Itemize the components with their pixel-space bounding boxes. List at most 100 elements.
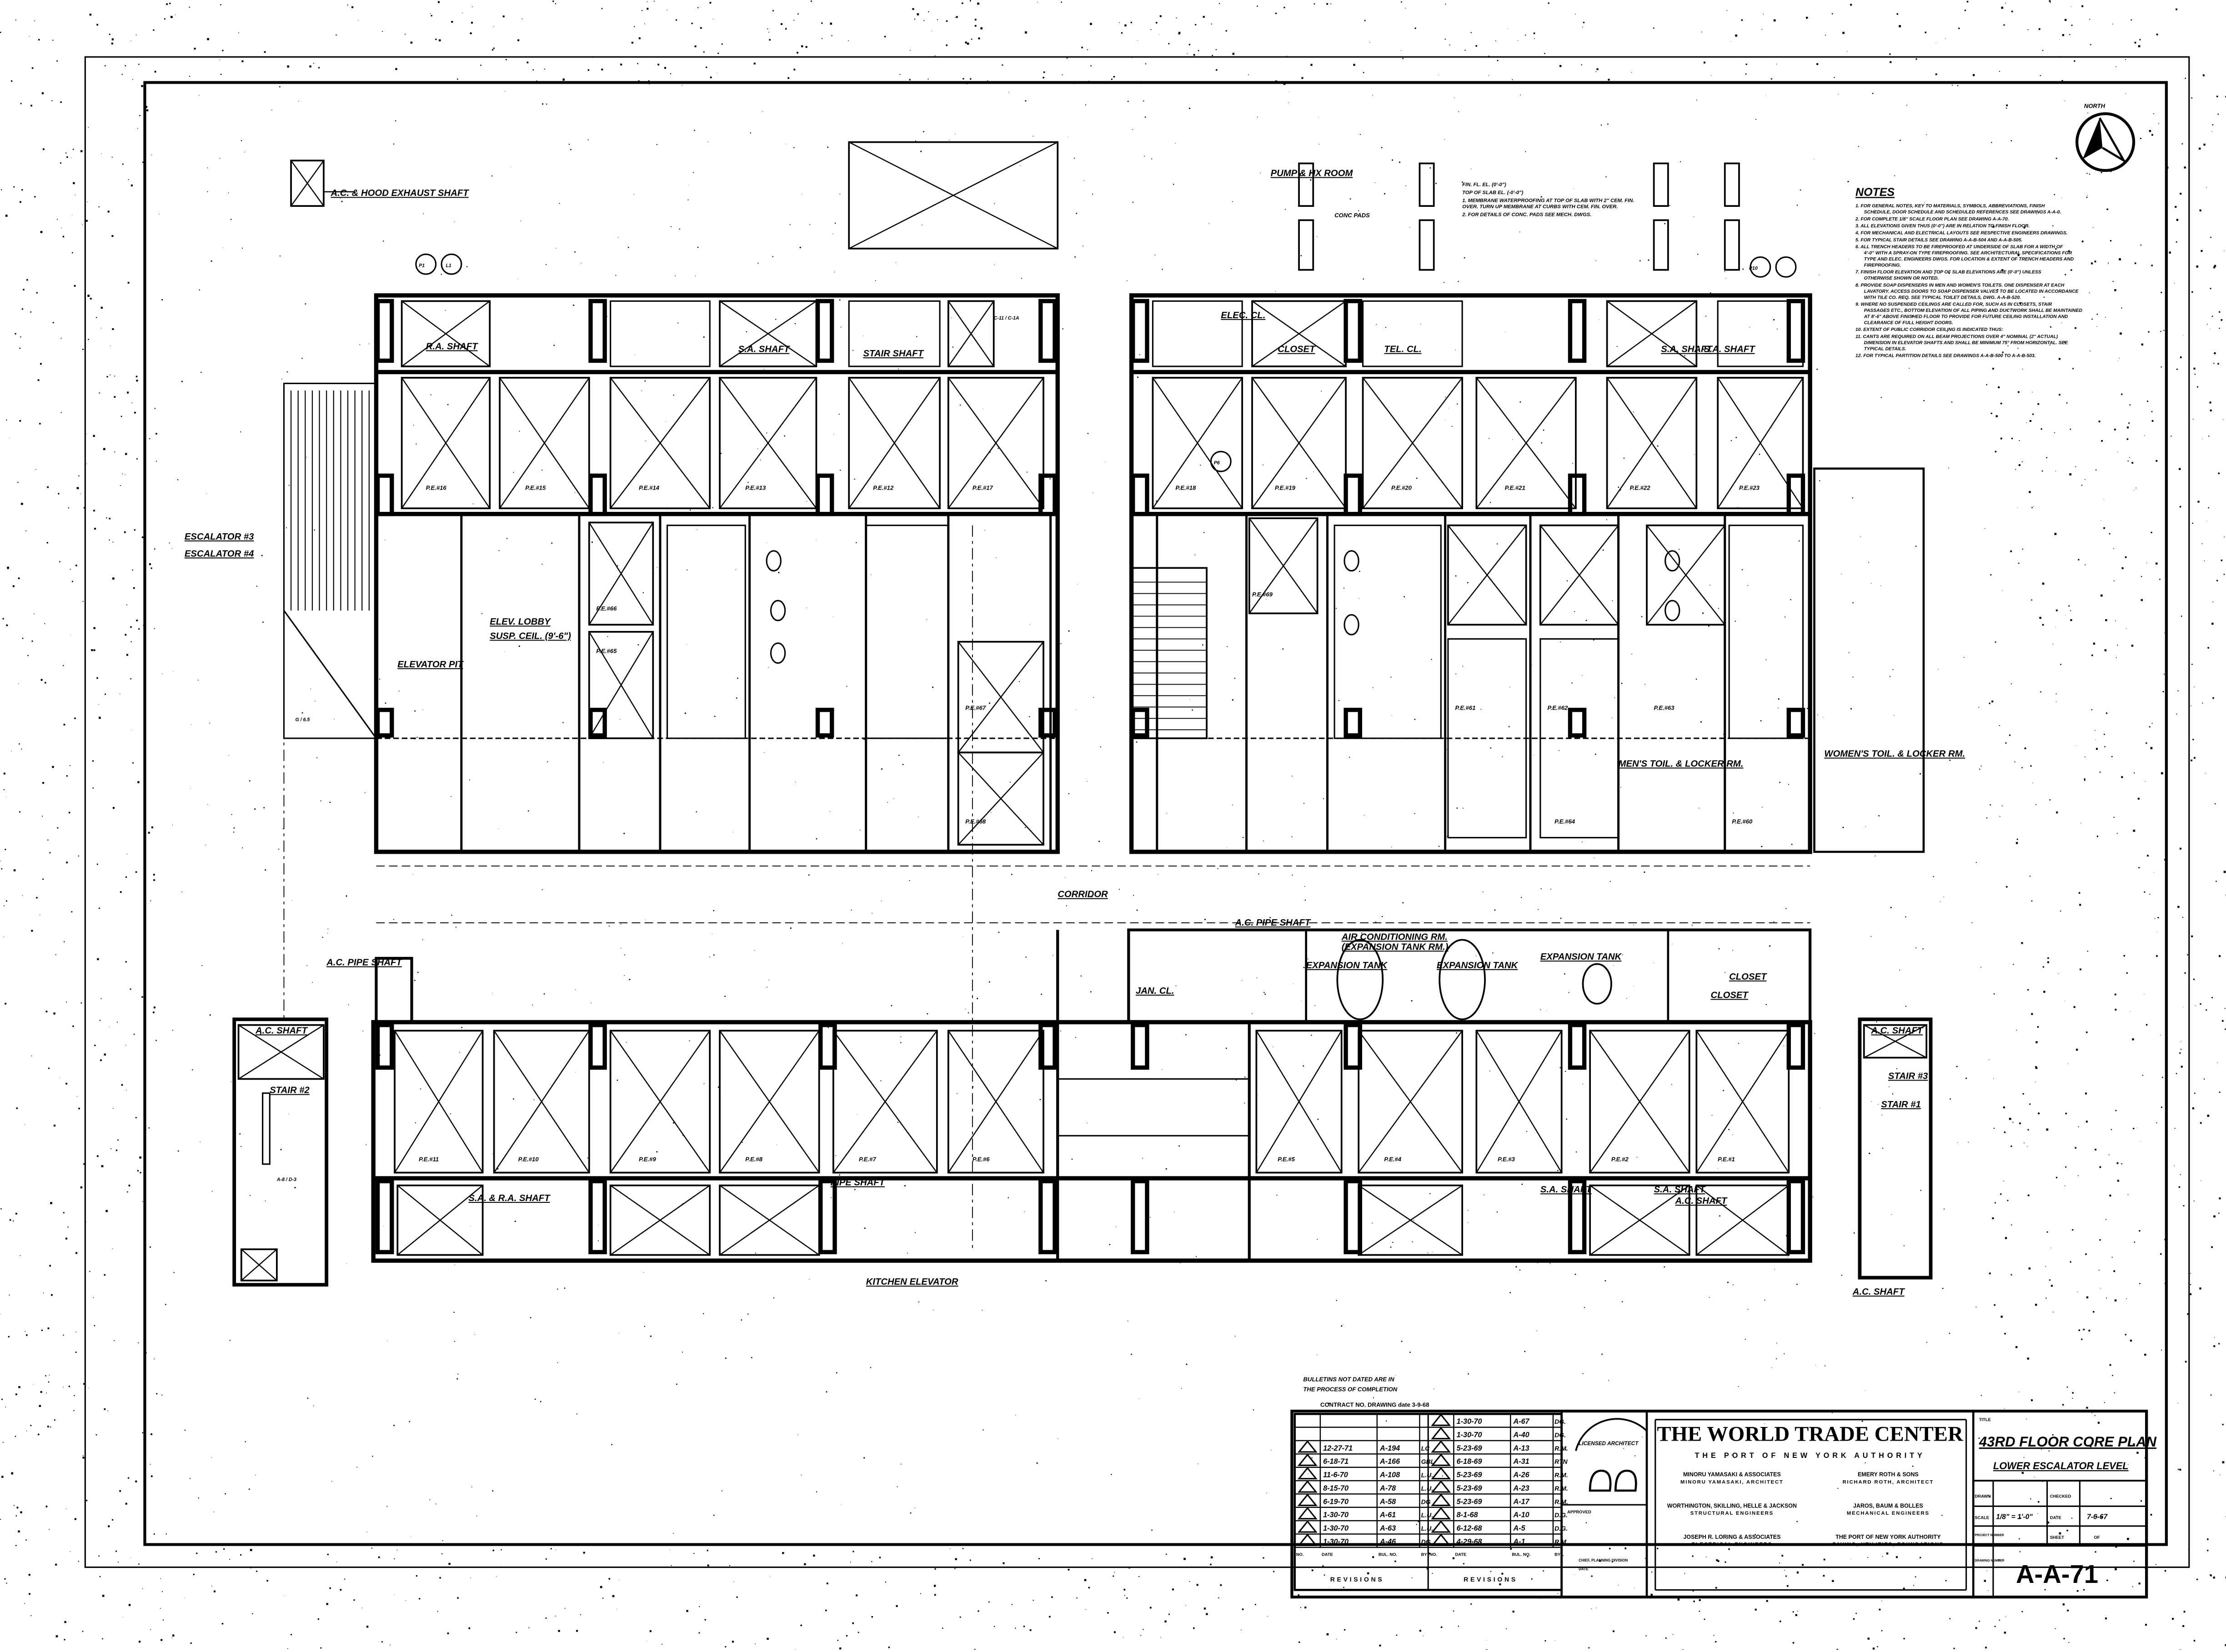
revision-bulletin: A-13 xyxy=(1513,1444,1529,1452)
elevator-label: P.E.#23 xyxy=(1739,485,1760,491)
project-number-label: PROJECT NUMBER xyxy=(1975,1534,2004,1537)
elevator-label: P.E.#10 xyxy=(518,1156,539,1163)
column-reference-bubble xyxy=(415,253,437,275)
room-label: WOMEN'S TOIL. & LOCKER RM. xyxy=(1824,749,1965,759)
column xyxy=(1038,473,1057,516)
elevator-label: P.E.#22 xyxy=(1630,485,1651,491)
toilet-fixture xyxy=(1344,614,1359,636)
firm-role: MECHANICAL ENGINEERS xyxy=(1847,1511,1930,1516)
firm-name: MINORU YAMASAKI & ASSOCIATES xyxy=(1683,1472,1781,1478)
column xyxy=(1568,707,1587,738)
column xyxy=(588,707,607,738)
revision-triangle-icon xyxy=(1431,1533,1451,1547)
shaft-cross xyxy=(1362,377,1463,509)
shaft-cross xyxy=(1358,1030,1463,1173)
revision-by: LC xyxy=(1421,1445,1430,1452)
revision-bulletin: A-166 xyxy=(1379,1457,1400,1466)
sheet-border xyxy=(84,56,2190,1568)
pump-room-title: PUMP & HX ROOM xyxy=(1271,169,1354,179)
revision-date: 6-12-68 xyxy=(1457,1524,1482,1532)
date-label: DATE xyxy=(2050,1515,2061,1520)
shaft-cross xyxy=(832,1030,938,1173)
conc-pads-label: CONC PADS xyxy=(1334,212,1370,219)
shaft-cross xyxy=(588,631,654,739)
concrete-pad xyxy=(1724,219,1740,271)
room-label: S.A. SHAFT xyxy=(1654,1185,1706,1195)
column-reference: A-8 / D-3 xyxy=(276,1177,296,1182)
elevator-label: P.E.#15 xyxy=(525,485,546,491)
room-label: CLOSET xyxy=(1278,345,1316,355)
bulletin-note-line-1: BULLETINS NOT DATED ARE IN xyxy=(1303,1376,1394,1383)
revision-triangle-icon xyxy=(1431,1467,1451,1480)
drawing-number: A-A-71 xyxy=(2016,1560,2098,1588)
date-value: 7-6-67 xyxy=(2087,1513,2108,1521)
elevator-shaft xyxy=(1646,524,1726,626)
firm-name: JAROS, BAUM & BOLLES xyxy=(1853,1502,1923,1509)
revision-date: 6-19-70 xyxy=(1323,1497,1349,1506)
revision-by: GBL xyxy=(1421,1458,1435,1465)
revision-bulletin: A-78 xyxy=(1379,1484,1396,1492)
elevator-label: P.E.#8 xyxy=(745,1156,762,1163)
duct-shaft xyxy=(609,1184,711,1256)
room-label: PIPE SHAFT xyxy=(831,1178,886,1188)
shaft-cross xyxy=(848,377,941,509)
revision-date: 4-29-68 xyxy=(1456,1537,1482,1546)
ac-shaft xyxy=(1863,1024,1928,1059)
janitor-room xyxy=(1057,1078,1250,1262)
column xyxy=(588,1179,607,1255)
elevator-shaft xyxy=(1251,377,1347,510)
revision-date: 8-15-70 xyxy=(1323,1484,1349,1492)
revision-bulletin: A-58 xyxy=(1379,1497,1396,1506)
shaft-cross xyxy=(238,1024,324,1080)
revision-triangle-icon xyxy=(1431,1413,1451,1426)
revision-date: 6-18-71 xyxy=(1323,1457,1349,1466)
elevator-shaft xyxy=(848,377,941,510)
column xyxy=(1038,1179,1057,1255)
checked-label: CHECKED xyxy=(2050,1494,2071,1499)
column-reference: G / 6.5 xyxy=(295,717,310,723)
elevator-shaft xyxy=(1539,524,1619,626)
note-item: 6. ALL TRENCH HEADERS TO BE FIREPROOFED … xyxy=(1855,245,2074,268)
room-label: TEL. CL. xyxy=(1384,345,1421,355)
revision-triangle-icon xyxy=(1431,1440,1451,1453)
revision-triangle-icon xyxy=(1431,1507,1451,1520)
room-label: A.C. SHAFT xyxy=(1852,1287,1905,1297)
note-item: 5. FOR TYPICAL STAIR DETAILS SEE DRAWING… xyxy=(1855,238,2022,243)
elevator-label: P.E.#13 xyxy=(745,485,766,491)
revisions-header: BUL. NO. xyxy=(1512,1552,1530,1557)
column xyxy=(1131,707,1149,738)
column xyxy=(815,473,834,516)
shaft-cross xyxy=(1152,377,1243,509)
shaft-cross xyxy=(1606,300,1697,367)
column-reference: L1 xyxy=(446,263,451,268)
room-label: ESCALATOR #3 xyxy=(185,532,254,542)
revision-by: L.U. xyxy=(1421,1485,1434,1492)
room-label: ELEV. LOBBY xyxy=(490,617,551,627)
elevator-shaft xyxy=(1362,377,1463,510)
elevator-pit xyxy=(865,525,949,739)
room-label: CLOSET xyxy=(1711,990,1749,1000)
shaft-cross xyxy=(241,1249,277,1281)
stair-shaft-above xyxy=(848,141,1059,250)
column xyxy=(375,1023,394,1070)
shaft-room xyxy=(610,300,711,367)
escalator xyxy=(283,382,377,739)
revision-date: 12-27-71 xyxy=(1323,1444,1353,1452)
concrete-pad xyxy=(1419,219,1435,271)
firm-role: ELECTRICAL ENGINEERS xyxy=(1692,1542,1773,1547)
shaft-cross xyxy=(1539,525,1619,626)
note-item: 3. ALL ELEVATIONS GIVEN THUS (0'-0") ARE… xyxy=(1855,224,2030,229)
room-label: A.C. & HOOD EXHAUST SHAFT xyxy=(331,188,470,198)
column xyxy=(1131,1179,1149,1255)
note-item: 1. FOR GENERAL NOTES, KEY TO MATERIALS, … xyxy=(1855,204,2061,215)
elevator-shaft xyxy=(1152,377,1243,510)
elevator-label: P.E.#4 xyxy=(1384,1156,1401,1163)
revision-by: L.U. xyxy=(1421,1512,1434,1519)
room-label: EXPANSION TANK xyxy=(1540,952,1622,962)
column xyxy=(1786,473,1805,516)
shaft-cross xyxy=(1248,518,1318,614)
concrete-pad xyxy=(1298,219,1314,271)
shaft-cross xyxy=(1589,1185,1690,1256)
architect-stamp: LICENSED ARCHITECT xyxy=(1575,1418,1648,1492)
note-item: 9. WHERE NO SUSPENDED CEILINGS ARE CALLE… xyxy=(1855,302,2082,325)
